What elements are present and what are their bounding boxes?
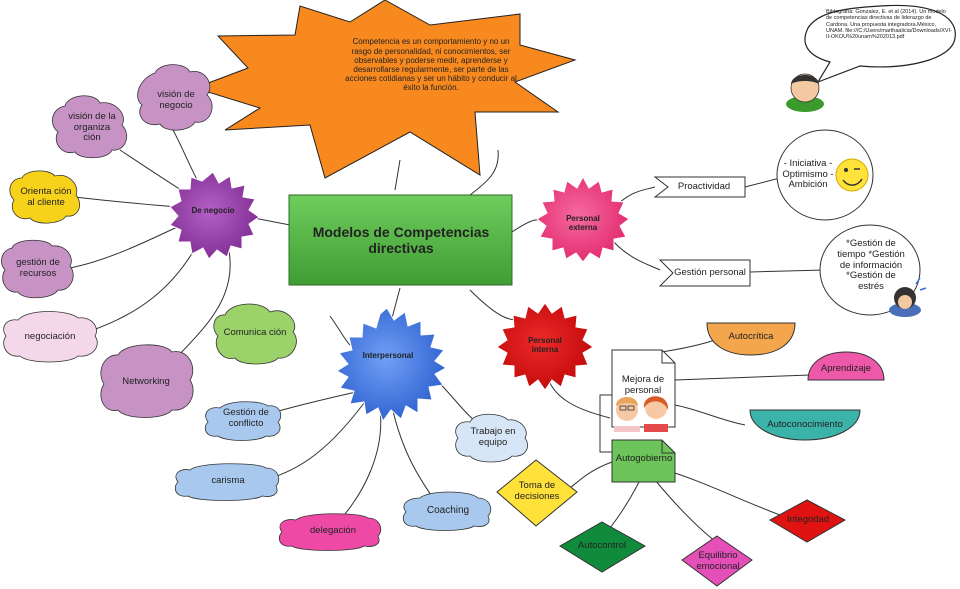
half-autoconocimiento — [749, 409, 861, 441]
diamond-label-toma-decisiones: Toma de decisiones — [514, 480, 560, 502]
proactividad-arrow — [653, 176, 746, 198]
bibliography-text: Biblografía: Gonzalez, E. et al (2014). … — [826, 9, 952, 41]
cloud-coaching — [402, 491, 492, 531]
cloud-label-negociacion: negociación — [24, 330, 76, 342]
half-autocritica — [706, 322, 796, 356]
diamond-label-equilibrio: Equilibrio emocional — [696, 550, 740, 572]
central-box — [288, 194, 513, 286]
cloud-label-vision-organizacion: visión de la organiza ción — [68, 110, 116, 144]
gestion-personal-items: *Gestión de tiempo *Gestión de informaci… — [837, 237, 905, 293]
definition-star — [193, 0, 577, 179]
cloud-comunicacion — [213, 303, 297, 365]
gestion-personal-ellipse — [819, 224, 921, 316]
people-icon — [614, 396, 669, 432]
diamond-autocontrol — [559, 521, 646, 573]
cloud-label-gestion-conflicto: Gestión de conflicto — [223, 407, 269, 429]
cloud-negociacion — [3, 311, 98, 363]
externa-star — [536, 175, 630, 263]
smiley-icon — [835, 158, 869, 192]
diamond-equilibrio — [681, 535, 753, 587]
thinking-person-icon — [889, 277, 927, 317]
cloud-label-coaching: Coaching — [426, 505, 470, 517]
externa-label: Personal externa — [566, 213, 600, 232]
proactividad-label: Proactividad — [677, 180, 731, 192]
definition-text: Competencia es un comportamiento y no un… — [345, 37, 517, 93]
central-title: Modelos de Competencias directivas — [312, 223, 490, 256]
cloud-delegacion — [278, 513, 382, 551]
half-aprendizaje — [807, 351, 885, 381]
cloud-label-carisma: carisma — [211, 474, 245, 486]
diamond-toma-decisiones — [496, 459, 578, 527]
interna-label: Personal interna — [528, 335, 562, 354]
cloud-gestion-recursos — [1, 239, 74, 299]
gestion-personal-arrow — [658, 259, 751, 287]
cloud-label-gestion-recursos: gestión de recursos — [16, 257, 60, 279]
proactividad-items: - Iniciativa -Optimismo -Ambición — [782, 157, 834, 191]
negocio-label: De negocio — [191, 206, 235, 216]
cloud-vision-organizacion — [51, 95, 128, 159]
cloud-label-orientacion-cliente: Orienta ción al cliente — [20, 186, 72, 208]
gestion-personal-label: Gestión personal — [674, 266, 746, 278]
cloud-label-vision-negocio: visión de negocio — [157, 89, 195, 111]
proactividad-ellipse — [776, 129, 874, 221]
half-label-aprendizaje: Aprendizaje — [820, 362, 872, 374]
cloud-carisma — [174, 463, 280, 501]
diamond-integridad — [768, 499, 847, 543]
cloud-gestion-conflicto — [204, 401, 282, 441]
cloud-trabajo-equipo — [455, 413, 529, 463]
interpersonal-star — [336, 307, 447, 423]
cloud-label-comunicacion: Comunica ción — [223, 326, 287, 338]
autogobierno-doc — [611, 439, 676, 483]
cloud-label-networking: Networking — [122, 375, 170, 387]
cloud-orientacion-cliente — [9, 170, 80, 224]
diamond-label-autocontrol: Autocontrol — [577, 539, 627, 551]
autogobierno-label: Autogobierno — [615, 452, 673, 464]
cloud-label-trabajo-equipo: Trabajo en equipo — [470, 426, 516, 448]
half-label-autoconocimiento: Autoconocimiento — [767, 418, 843, 430]
mejora-label: Mejora de personal — [621, 374, 665, 396]
man-icon — [786, 73, 824, 112]
speech-bubble-icon — [804, 4, 956, 84]
diamond-label-integridad: Integridad — [786, 513, 830, 525]
cloud-networking — [100, 344, 194, 418]
cloud-vision-negocio — [137, 64, 213, 131]
interpersonal-label: Interpersonal — [362, 351, 414, 361]
half-label-autocritica: Autocrítica — [728, 330, 774, 342]
cloud-label-delegacion: delegación — [310, 524, 356, 536]
interna-star — [496, 302, 594, 391]
negocio-star — [169, 171, 260, 260]
